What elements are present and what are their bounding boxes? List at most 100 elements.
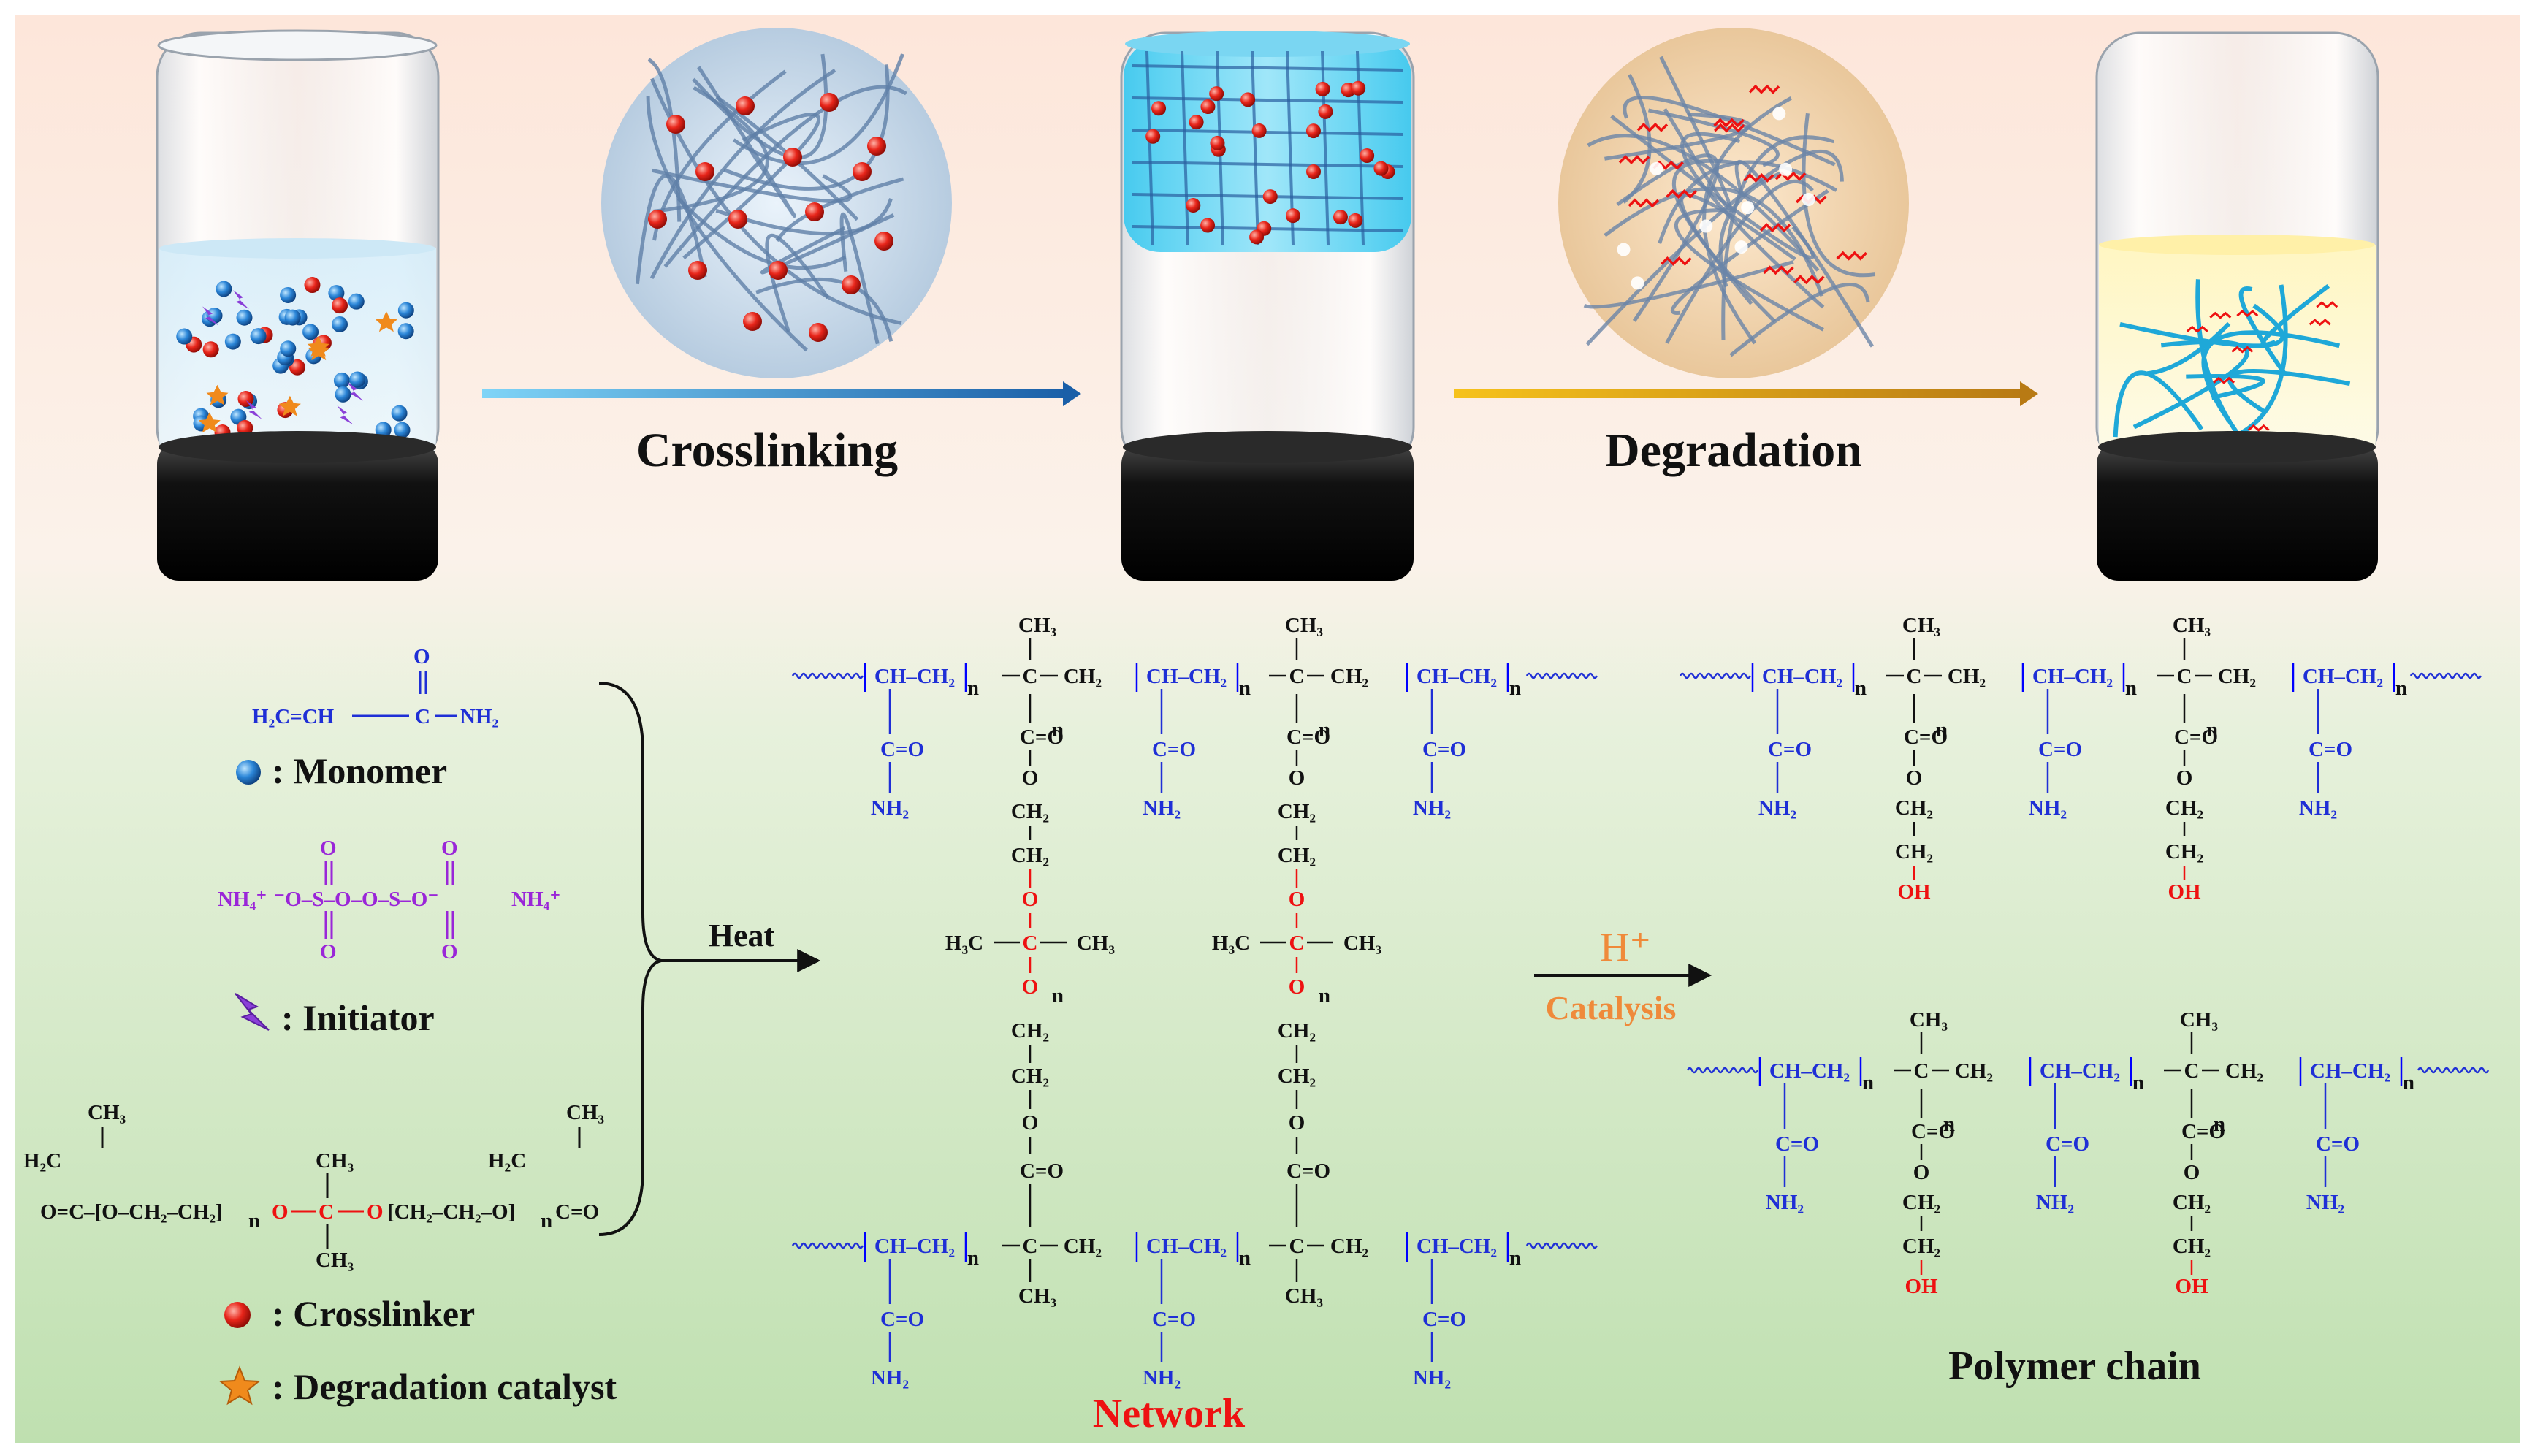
methyl-text: H₃C [1212, 931, 1250, 955]
methylene-text: CH₂ [2218, 665, 2256, 688]
crosslink-node [666, 115, 685, 134]
repeat-n: n [1052, 984, 1064, 1007]
crosslink-node [1210, 135, 1225, 150]
monomer-particle [333, 372, 350, 389]
methylene-text: CH₂ [1011, 800, 1049, 823]
monomer-particle [250, 328, 267, 345]
crosslink-node [1305, 123, 1321, 139]
svg-text:C: C [319, 1200, 334, 1224]
repeat-unit-text: CH–CH₂ [1417, 665, 1497, 688]
degraded-fragment [2247, 424, 2270, 432]
amide-text: NH₂ [1758, 796, 1796, 820]
repeat-unit-text: CH–CH₂ [1146, 1235, 1227, 1258]
repeat-unit-text: CH–CH₂ [1769, 1059, 1850, 1083]
degraded-fragment [1661, 256, 1692, 266]
svg-text:H₂C: H₂C [488, 1149, 526, 1173]
repeat-n: n [967, 1246, 979, 1270]
quaternary-carbon: C [1023, 1235, 1038, 1258]
polymer-strand [652, 168, 853, 203]
amide-text: NH₂ [1143, 796, 1181, 820]
methyl-text: H₃C [945, 931, 983, 955]
monomer-particle [284, 309, 301, 326]
monomer-particle [335, 386, 351, 403]
crosslink-node [1360, 148, 1375, 163]
free-polymer-chain [2238, 286, 2287, 376]
monomer-particle [202, 341, 219, 358]
repeat-n: n [2125, 676, 2137, 700]
repeat-unit-text: CH–CH₂ [2040, 1059, 2120, 1083]
monomer-particle [328, 285, 345, 302]
polymer-strand [650, 77, 902, 325]
free-polymer-chain [2113, 370, 2204, 438]
ketal-oxygen: O [1022, 888, 1039, 911]
crosslink-node [1315, 81, 1330, 96]
polymer-strand [715, 198, 893, 236]
initiator-particle [232, 290, 249, 310]
ketal-oxygen: O [1289, 888, 1305, 911]
methyl-text: CH₃ [1910, 1008, 1948, 1032]
svg-text:n: n [248, 1209, 260, 1232]
repeat-n: n [1943, 1113, 1955, 1136]
polymer-strand [1587, 134, 1820, 272]
polymer-strand [653, 85, 769, 213]
free-polymer-chain [2119, 303, 2285, 348]
svg-text:O: O [367, 1200, 384, 1224]
ester-oxygen: O [2184, 1161, 2200, 1184]
monomer-particle [304, 277, 321, 294]
svg-text:O: O [413, 645, 430, 668]
initiator-particle [347, 381, 364, 401]
crosslink-node [1151, 101, 1167, 116]
ester-oxygen: O [1022, 1111, 1039, 1135]
carbonyl-text: C=O [1775, 1132, 1819, 1156]
crosslink-node [736, 96, 755, 115]
crosslink-node [1145, 129, 1161, 144]
polymer-strand [1734, 159, 1874, 348]
gel-strand [1132, 64, 1403, 72]
cleaved-site [1617, 243, 1631, 256]
initiator-particle [202, 306, 219, 326]
repeat-n: n [1239, 1246, 1251, 1270]
crosslink-node [1373, 161, 1389, 176]
crosslink-node [842, 275, 861, 294]
degradation-arrow [1454, 381, 2038, 406]
methylene-text: CH₂ [1902, 1235, 1940, 1258]
svg-text:H₂C=CH: H₂C=CH [252, 705, 335, 728]
carbonyl-text: C=O [1422, 738, 1466, 761]
degraded-fragment [1628, 198, 1660, 208]
monomer-particle [397, 323, 414, 340]
carbonyl-text: C=O [2038, 738, 2082, 761]
degraded-fragment [2213, 376, 2235, 384]
methyl-text: CH₃ [1902, 614, 1941, 637]
amide-text: NH₂ [1413, 1366, 1451, 1390]
svg-text:NH₄⁺: NH₄⁺ [218, 888, 267, 911]
ester-oxygen: O [2176, 766, 2193, 790]
degraded-fragment [1714, 123, 1745, 133]
heat-label: Heat [709, 918, 775, 953]
polymer-strand [1616, 153, 1720, 322]
ester-carbonyl: C=O [2181, 1120, 2225, 1143]
crosslink-node [769, 261, 788, 280]
carbonyl-text: C=O [1152, 738, 1196, 761]
svg-text:O: O [441, 836, 458, 860]
repeat-n: n [2395, 676, 2407, 700]
monomer-particle [237, 390, 254, 407]
quaternary-carbon: C [2177, 665, 2192, 688]
crosslink-node [867, 137, 886, 156]
monomer-particle [280, 340, 297, 357]
crosslink-node [1333, 210, 1348, 225]
amide-text: NH₂ [2036, 1191, 2074, 1214]
degraded-fragment [2231, 346, 2254, 354]
methylene-text: CH₂ [1011, 1064, 1049, 1088]
svg-text:O: O [441, 940, 458, 964]
svg-text:CH₃: CH₃ [566, 1101, 605, 1124]
carbonyl-text: C=O [880, 738, 924, 761]
ester-carbonyl: C=O [1286, 1159, 1330, 1183]
crosslink-node [1348, 213, 1363, 228]
catalyst-particle [206, 384, 229, 405]
crosslink-node [1251, 123, 1267, 138]
amide-text: NH₂ [871, 1366, 909, 1390]
cleaved-site [1650, 161, 1663, 175]
initiator-structure: NH₄⁺ ⁻O–S–O–O–S–O⁻ NH₄⁺ O O O O [218, 836, 561, 964]
degraded-fragment [1618, 155, 1650, 165]
